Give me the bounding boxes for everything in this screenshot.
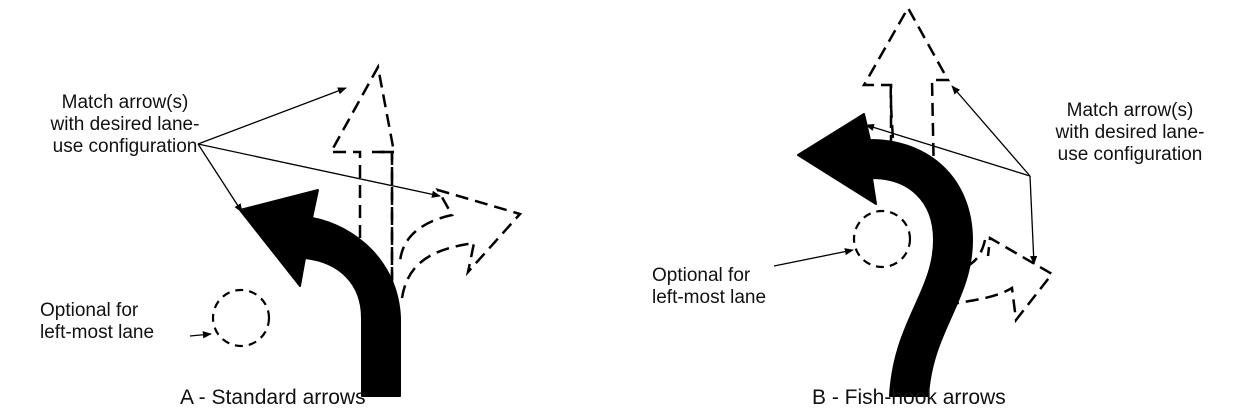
label-line: Optional for bbox=[652, 265, 751, 286]
optional-circle-icon bbox=[852, 209, 912, 269]
label-line: left-most lane bbox=[40, 322, 155, 343]
leader-line bbox=[951, 85, 1031, 177]
panel-a-drawing bbox=[189, 63, 523, 397]
leader-line bbox=[197, 143, 441, 198]
label-line: Match arrow(s) bbox=[61, 92, 189, 113]
label-line: left-most lane bbox=[652, 287, 767, 308]
panel-b-match-label: Match arrow(s) with desired lane- use co… bbox=[1030, 100, 1230, 166]
leader-line bbox=[189, 331, 212, 339]
leader-line bbox=[1029, 175, 1038, 265]
panel-b-caption: B - Fish-hook arrows bbox=[812, 386, 1006, 409]
right-turn-arrow-icon bbox=[398, 187, 523, 299]
panel-b-optional-label: Optional for left-most lane bbox=[652, 265, 766, 309]
label-line: Optional for bbox=[40, 300, 139, 321]
label-line: with desired lane- bbox=[50, 114, 200, 135]
label-line: with desired lane- bbox=[1055, 122, 1205, 143]
left-turn-arrow-icon bbox=[239, 189, 401, 397]
leader-line bbox=[773, 248, 854, 267]
label-line: use configuration bbox=[1057, 144, 1203, 165]
label-line: Match arrow(s) bbox=[1066, 100, 1194, 121]
panel-a-optional-label: Optional for left-most lane bbox=[40, 300, 154, 344]
leader-line bbox=[197, 143, 243, 213]
panel-b-drawing bbox=[773, 5, 1054, 397]
left-turn-arrow-icon bbox=[797, 113, 973, 397]
label-line: use configuration bbox=[52, 136, 198, 157]
leader-line bbox=[865, 123, 1031, 177]
panel-a-caption: A - Standard arrows bbox=[180, 386, 366, 409]
panel-a-match-label: Match arrow(s) with desired lane- use co… bbox=[30, 92, 220, 158]
optional-circle-icon bbox=[211, 288, 271, 348]
leader-line bbox=[197, 87, 347, 145]
